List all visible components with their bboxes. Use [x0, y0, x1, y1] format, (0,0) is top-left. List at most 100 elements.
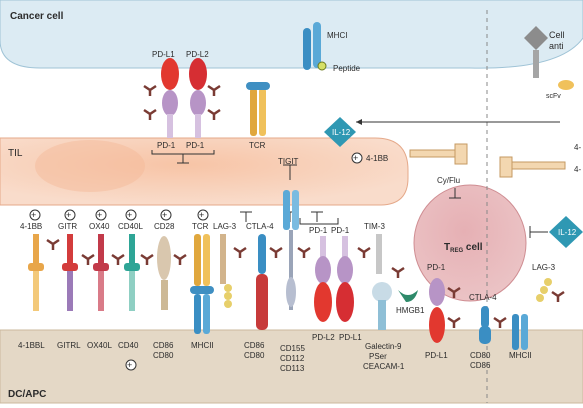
cy-flu-label: Cy/Flu — [437, 176, 460, 185]
lig-4-1bbl-label: 4-1BBL — [18, 341, 45, 350]
rec-tigit-label: TIGIT — [278, 157, 299, 166]
4-1bb-right-construct — [409, 143, 566, 178]
lig-mhcii-label: MHCII — [191, 341, 214, 350]
treg-pdl1-label: PD-L1 — [425, 351, 448, 360]
scfv-label: scFv — [546, 93, 561, 100]
treg-mhcii — [512, 314, 528, 350]
lig-cd80-a-label: CD80 — [153, 351, 174, 360]
mhci-label: MHCI — [327, 31, 347, 40]
til-pd1-pair — [162, 90, 206, 138]
cd40-plus-circle: + — [125, 359, 137, 371]
tigit-inhibit — [283, 164, 297, 180]
lig-pdl2-label: PD-L2 — [312, 333, 335, 342]
til-label: TIL — [8, 148, 23, 159]
treg-pd1-receptor — [429, 278, 445, 343]
lig-cd86-a-label: CD86 — [153, 341, 174, 350]
receptor-4-1bb — [28, 234, 44, 311]
lig-pdl1-label: PD-L1 — [339, 333, 362, 342]
rec-cd40l-label: CD40L — [118, 222, 143, 231]
treg-cd86-label: CD86 — [470, 361, 491, 370]
partial-4-label-1: 4- — [574, 143, 581, 152]
receptor-tigit — [283, 190, 299, 310]
lig-cd86-b-label: CD86 — [244, 341, 265, 350]
inhibit-symbols — [240, 211, 323, 222]
treg-cd80-label: CD80 — [470, 351, 491, 360]
hmgb1-shape — [398, 290, 418, 302]
cell-antigen-label-2: anti — [549, 41, 564, 51]
treg-cell — [413, 184, 527, 302]
lig-cd155-label: CD155 — [280, 344, 305, 353]
costim-plus-circles — [29, 209, 209, 221]
rec-ox40-label: OX40 — [89, 222, 110, 231]
receptor-cd28 — [157, 236, 171, 310]
svg-text:+: + — [353, 153, 358, 163]
il12-right-label: IL-12 — [558, 228, 577, 237]
mhci-complex — [303, 22, 327, 71]
rec-4-1bb-label: 4-1BB — [20, 222, 42, 231]
lig-cd40-label: CD40 — [118, 341, 139, 350]
svg-text:+: + — [127, 360, 132, 370]
partial-4-label-2: 4- — [574, 165, 581, 174]
treg-lag3-label: LAG-3 — [532, 263, 556, 272]
receptor-gitr — [62, 234, 78, 311]
treg-suffix-label: cell — [463, 242, 483, 253]
treg-ctla4-label: CTLA-4 — [469, 293, 497, 302]
lig-cd112-label: CD112 — [280, 354, 305, 363]
pdl1-label-top: PD-L1 — [152, 50, 175, 59]
rec-cd28-label: CD28 — [154, 222, 175, 231]
svg-text:+: + — [162, 210, 167, 220]
lig-pser-label: PSer — [369, 352, 387, 361]
treg-label: T — [444, 242, 450, 253]
receptor-4-1bb-label: 4-1BB — [366, 154, 388, 163]
rec-ctla4-label: CTLA-4 — [246, 222, 274, 231]
cell-antigen-label-1: Cell — [549, 30, 565, 40]
plus-4-1bb-circle: + — [351, 152, 363, 164]
svg-text:+: + — [199, 210, 204, 220]
treg-antibodies — [447, 286, 565, 328]
lig-ox40l-label: OX40L — [87, 341, 112, 350]
lig-hmgb1-label: HMGB1 — [396, 306, 425, 315]
pd1-label-b: PD-1 — [186, 141, 205, 150]
receptor-tcr — [190, 234, 214, 334]
dc-apc-cell — [0, 329, 583, 404]
svg-text:+: + — [97, 210, 102, 220]
lig-ceacam-label: CEACAM-1 — [363, 362, 405, 371]
receptor-ox40 — [93, 234, 109, 311]
tcr-complex — [246, 82, 270, 136]
rec-pd1-a-label: PD-1 — [309, 226, 328, 235]
til-cell — [0, 137, 409, 206]
lig-gitrl-label: GITRL — [57, 341, 81, 350]
rec-pd1-b-label: PD-1 — [331, 226, 350, 235]
receptor-tim3 — [372, 234, 392, 330]
il12-diamond-right — [549, 216, 583, 248]
pdl2-label-top: PD-L2 — [186, 50, 209, 59]
treg-lag3-receptor — [536, 278, 552, 302]
pd1-label-a: PD-1 — [157, 141, 176, 150]
cancer-cell-label: Cancer cell — [10, 11, 64, 22]
lig-galectin-label: Galectin-9 — [365, 342, 402, 351]
rec-tcr-label: TCR — [192, 222, 209, 231]
svg-text:TREG cell: TREG cell — [444, 242, 483, 254]
anti-pd-antibodies — [143, 84, 221, 120]
treg-pd1-label: PD-1 — [427, 263, 446, 272]
scfv-shape — [558, 80, 574, 90]
checkpoint-antibodies — [46, 238, 405, 278]
dc-apc-label: DC/APC — [8, 389, 46, 400]
il12-label: IL-12 — [332, 128, 351, 137]
cancer-pdl2 — [189, 58, 207, 90]
svg-text:+: + — [66, 210, 71, 220]
rec-gitr-label: GITR — [58, 222, 77, 231]
rec-lag3-label: LAG-3 — [213, 222, 237, 231]
cancer-cell — [0, 0, 583, 69]
lig-cd80-b-label: CD80 — [244, 351, 265, 360]
treg-ctla4-receptor — [479, 306, 491, 344]
receptor-lag3 — [220, 234, 232, 308]
pd1-inhibit-bar — [151, 150, 215, 164]
treg-mhcii-label: MHCII — [509, 351, 532, 360]
cancer-pdl1 — [161, 58, 179, 90]
receptor-ctla4 — [256, 234, 268, 330]
treg-sub-label: REG — [450, 248, 463, 254]
svg-text:+: + — [31, 210, 36, 220]
receptor-cd40l — [124, 234, 140, 311]
